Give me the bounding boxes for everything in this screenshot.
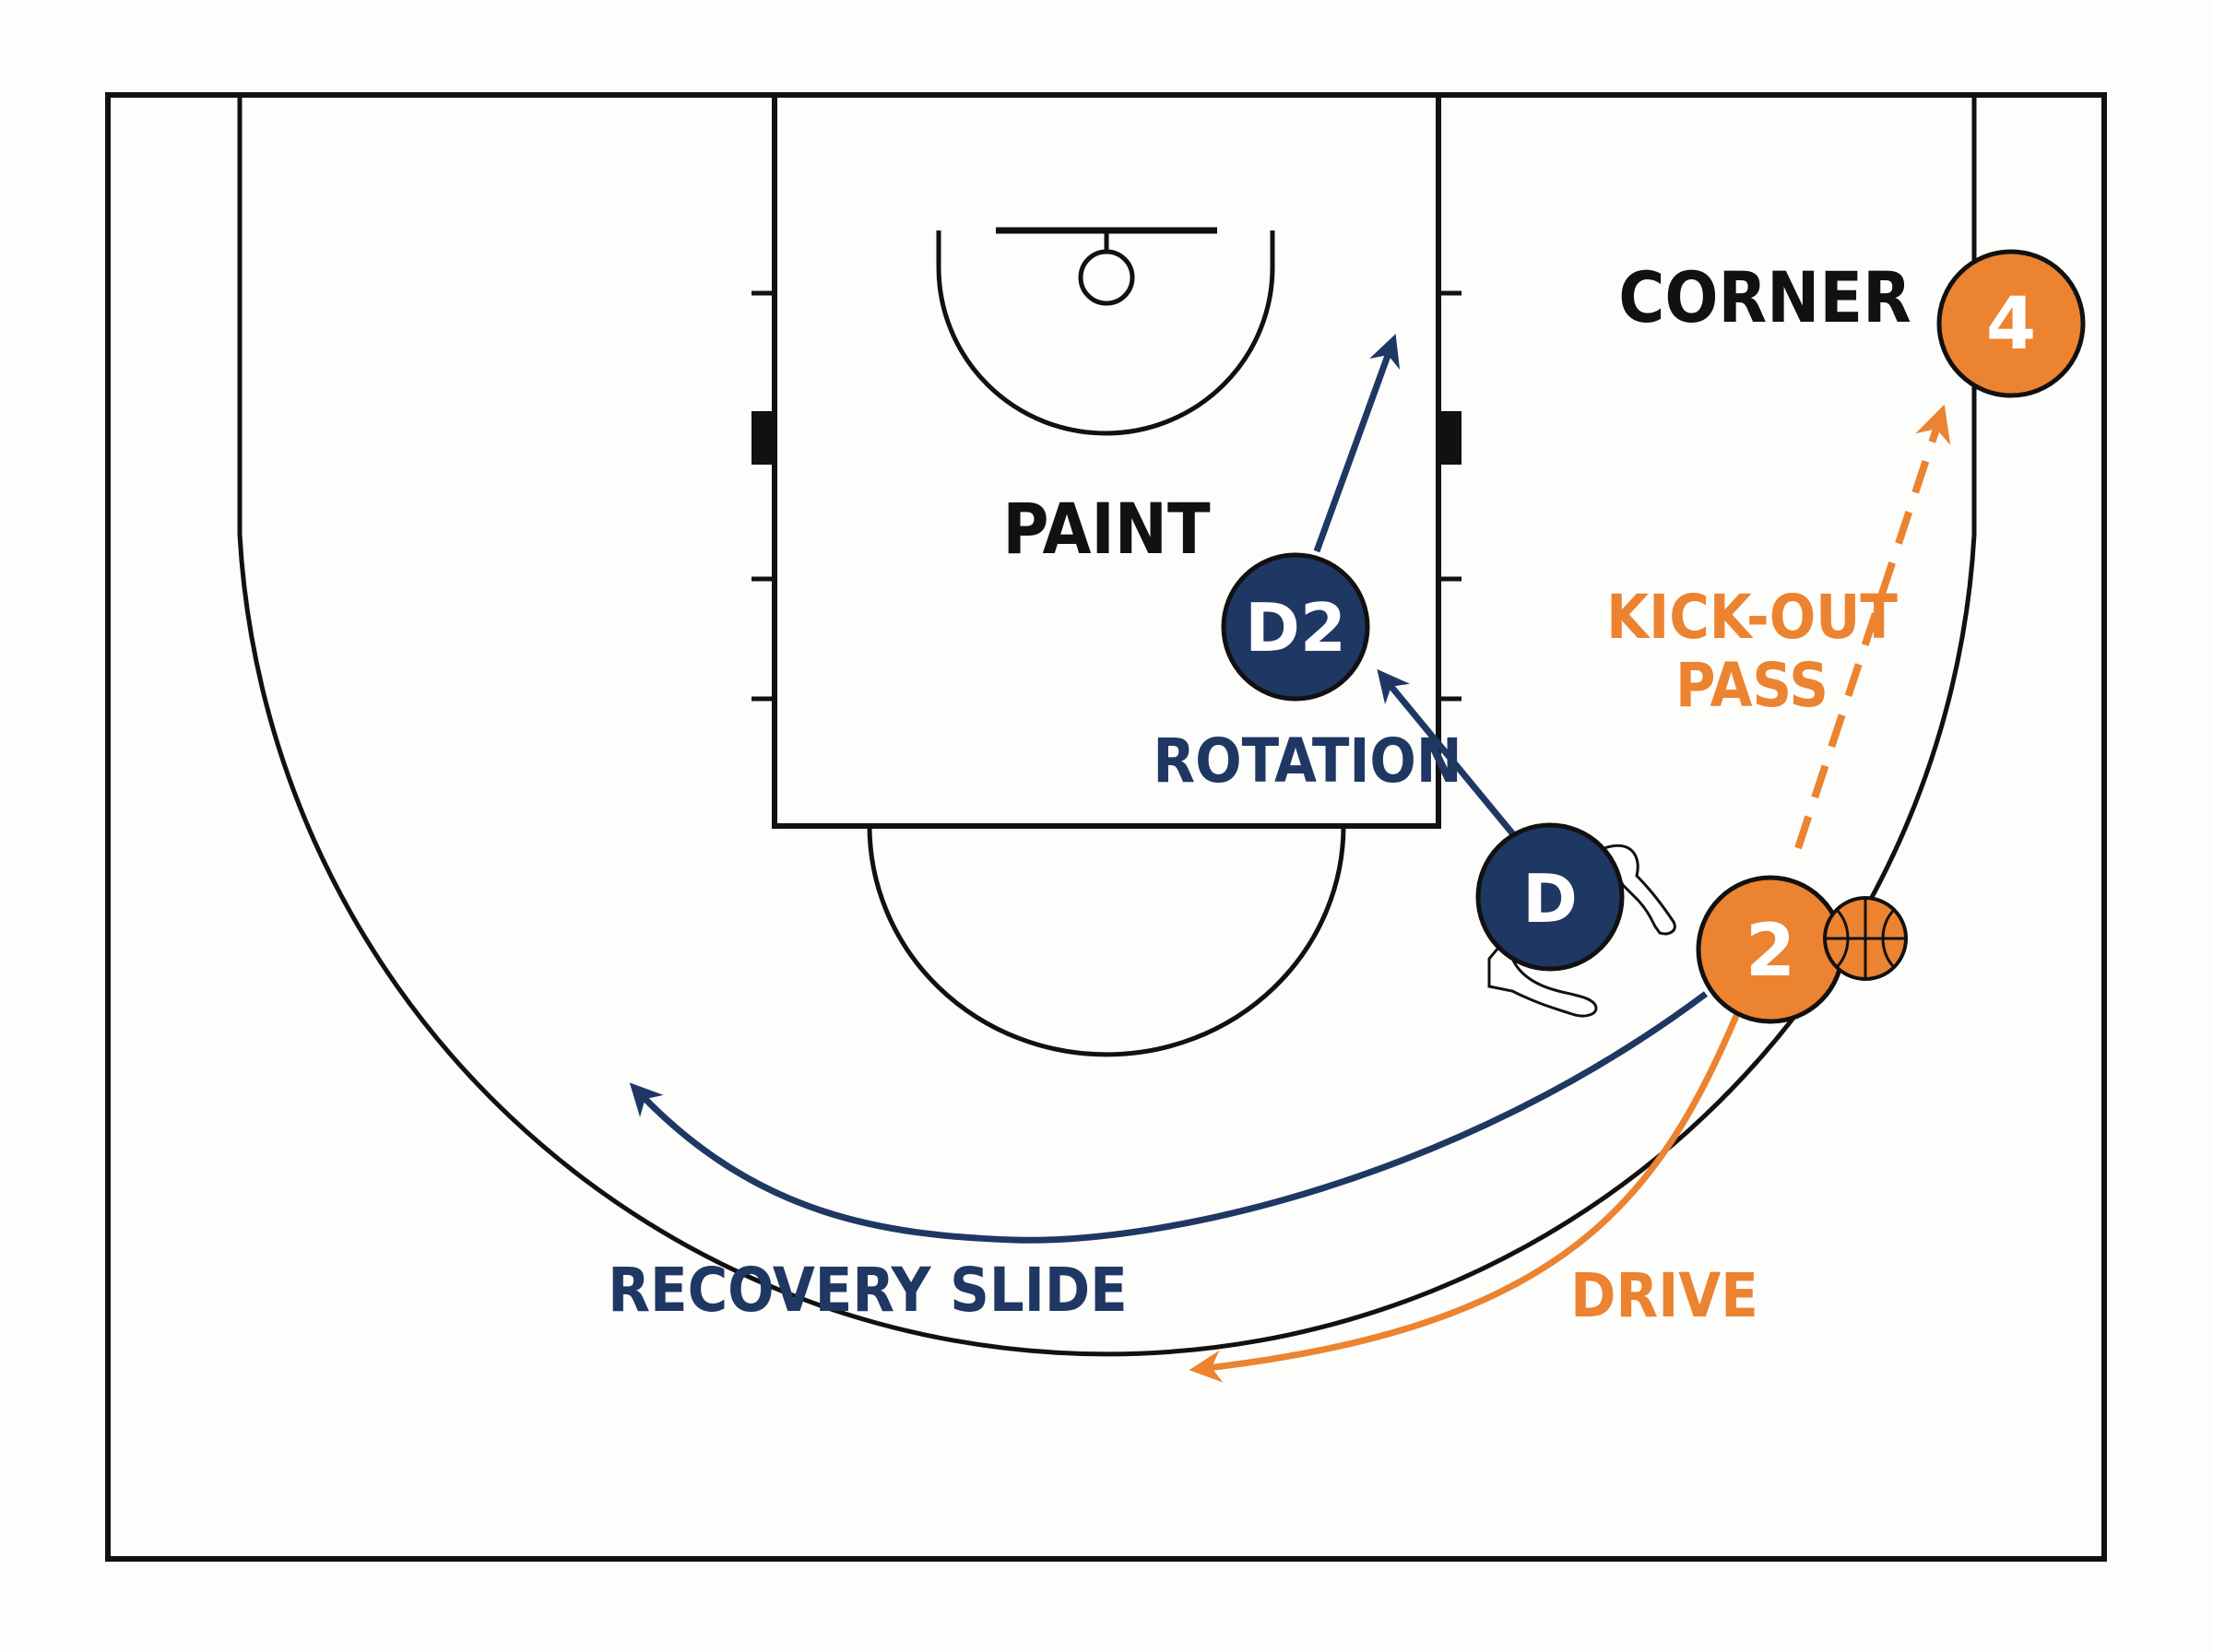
- player-4-circle: [1936, 249, 2086, 398]
- player-4-label: 4: [1986, 283, 2036, 366]
- rim: [1078, 249, 1135, 306]
- kickout-label-line1: KICK-OUT: [1606, 582, 1898, 653]
- recovery-slide-path: [629, 991, 1709, 1244]
- player-d[interactable]: D: [1475, 822, 1625, 972]
- rotation-label: ROTATION: [1153, 726, 1462, 796]
- lane-blocks: [751, 411, 1462, 465]
- basketball-icon: [1823, 896, 1908, 981]
- paint-label: PAINT: [1002, 488, 1211, 570]
- lane-hash-marks: [751, 290, 1462, 702]
- player-d2-circle: [1221, 552, 1370, 702]
- kickout-pass-path: [1794, 404, 1951, 850]
- player-2-label: 2: [1746, 910, 1795, 993]
- d2-movement-arrow: [1313, 334, 1401, 553]
- drive-path: [1189, 1003, 1745, 1383]
- player-d-circle: [1475, 822, 1625, 972]
- player-d-label: D: [1522, 860, 1578, 938]
- kickout-label-line2: PASS: [1675, 650, 1828, 721]
- player-4[interactable]: 4: [1936, 249, 2086, 398]
- recovery-slide-label: RECOVERY SLIDE: [608, 1255, 1127, 1326]
- restricted-area: [936, 230, 1275, 436]
- player-d2[interactable]: D2: [1221, 552, 1370, 702]
- drive-label: DRIVE: [1570, 1260, 1758, 1331]
- player-2[interactable]: 2: [1696, 875, 1845, 1024]
- rotation-arrow: [1377, 668, 1516, 837]
- free-throw-circle: [867, 825, 1346, 1057]
- corner-label: CORNER: [1618, 256, 1911, 338]
- player-d2-label: D2: [1245, 589, 1346, 667]
- defender-arms-icon: [1487, 844, 1676, 1018]
